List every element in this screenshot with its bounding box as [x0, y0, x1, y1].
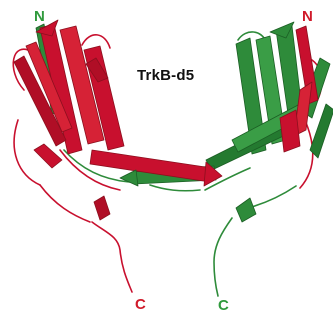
figure-title: TrkB-d5	[137, 67, 194, 84]
red-coil-lower-left	[40, 185, 90, 222]
n-terminus-label-red: N	[302, 8, 313, 25]
c-terminus-label-red: C	[135, 296, 146, 313]
green-coil-center	[150, 185, 200, 191]
red-strand-8	[34, 144, 62, 168]
red-coil-inner-loop	[82, 35, 110, 48]
c-terminus-label-green: C	[218, 297, 229, 314]
n-terminus-label-green: N	[34, 8, 45, 25]
red-coil-bottom	[92, 222, 132, 292]
green-strand-lower	[236, 198, 256, 222]
red-strand-right-3	[280, 110, 300, 152]
green-coil-bottom	[214, 218, 232, 296]
green-arrowhead-center	[120, 170, 138, 186]
red-strand-7	[94, 196, 110, 220]
